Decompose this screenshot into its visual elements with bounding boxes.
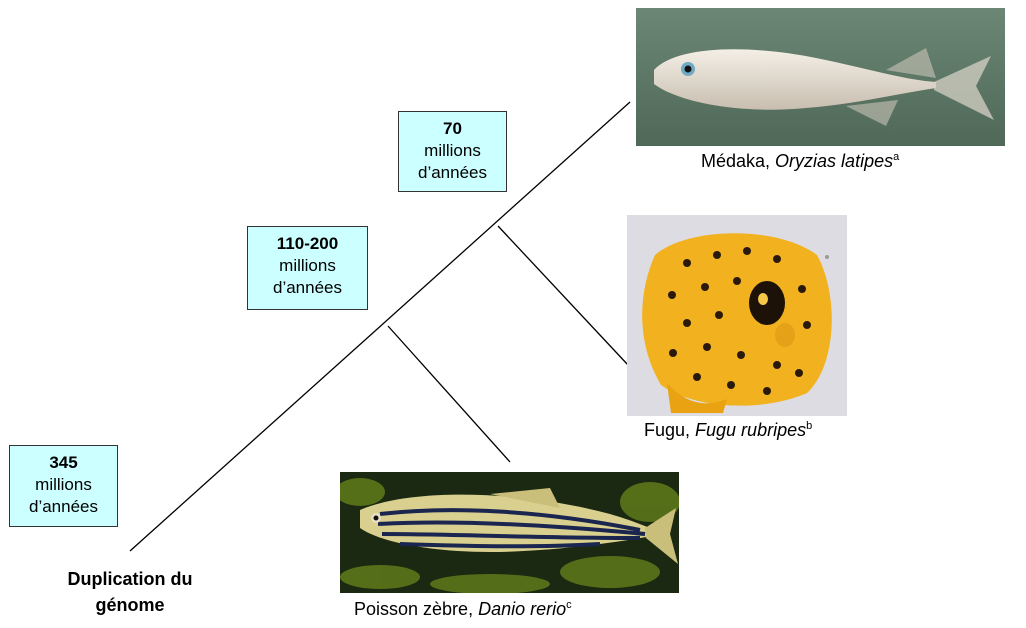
medaka-caption: Médaka, Oryzias latipesa <box>701 151 899 172</box>
species-latin-name: Oryzias latipes <box>775 151 893 171</box>
time-unit: d’années <box>399 162 506 184</box>
species-latin-name: Danio rerio <box>478 599 566 619</box>
footnote-marker: c <box>566 599 572 611</box>
divergence-time-box-70: 70 millions d’années <box>398 111 507 192</box>
time-value: 70 <box>399 118 506 140</box>
time-unit: millions <box>399 140 506 162</box>
fugu-caption: Fugu, Fugu rubripesb <box>644 420 812 441</box>
fugu-branch <box>498 226 628 365</box>
species-latin-name: Fugu rubripes <box>695 420 806 440</box>
time-unit: d’années <box>248 277 367 299</box>
medaka-photo <box>636 8 1005 146</box>
time-value: 110-200 <box>248 233 367 255</box>
zebrafish-branch <box>388 326 510 462</box>
zebrafish-photo <box>340 472 679 593</box>
root-label-line: génome <box>30 592 230 618</box>
species-common-name: Fugu, <box>644 420 695 440</box>
zebrafish-caption: Poisson zèbre, Danio rerioc <box>354 599 572 620</box>
fugu-photo <box>627 215 847 416</box>
species-common-name: Poisson zèbre, <box>354 599 478 619</box>
time-unit: d’années <box>10 496 117 518</box>
time-unit: millions <box>248 255 367 277</box>
root-label-line: Duplication du <box>30 566 230 592</box>
time-value: 345 <box>10 452 117 474</box>
divergence-time-box-345: 345 millions d’années <box>9 445 118 527</box>
time-unit: millions <box>10 474 117 496</box>
footnote-marker: b <box>806 420 812 432</box>
genome-duplication-label: Duplication du génome <box>30 566 230 618</box>
footnote-marker: a <box>893 151 899 163</box>
species-common-name: Médaka, <box>701 151 775 171</box>
divergence-time-box-110-200: 110-200 millions d’années <box>247 226 368 310</box>
